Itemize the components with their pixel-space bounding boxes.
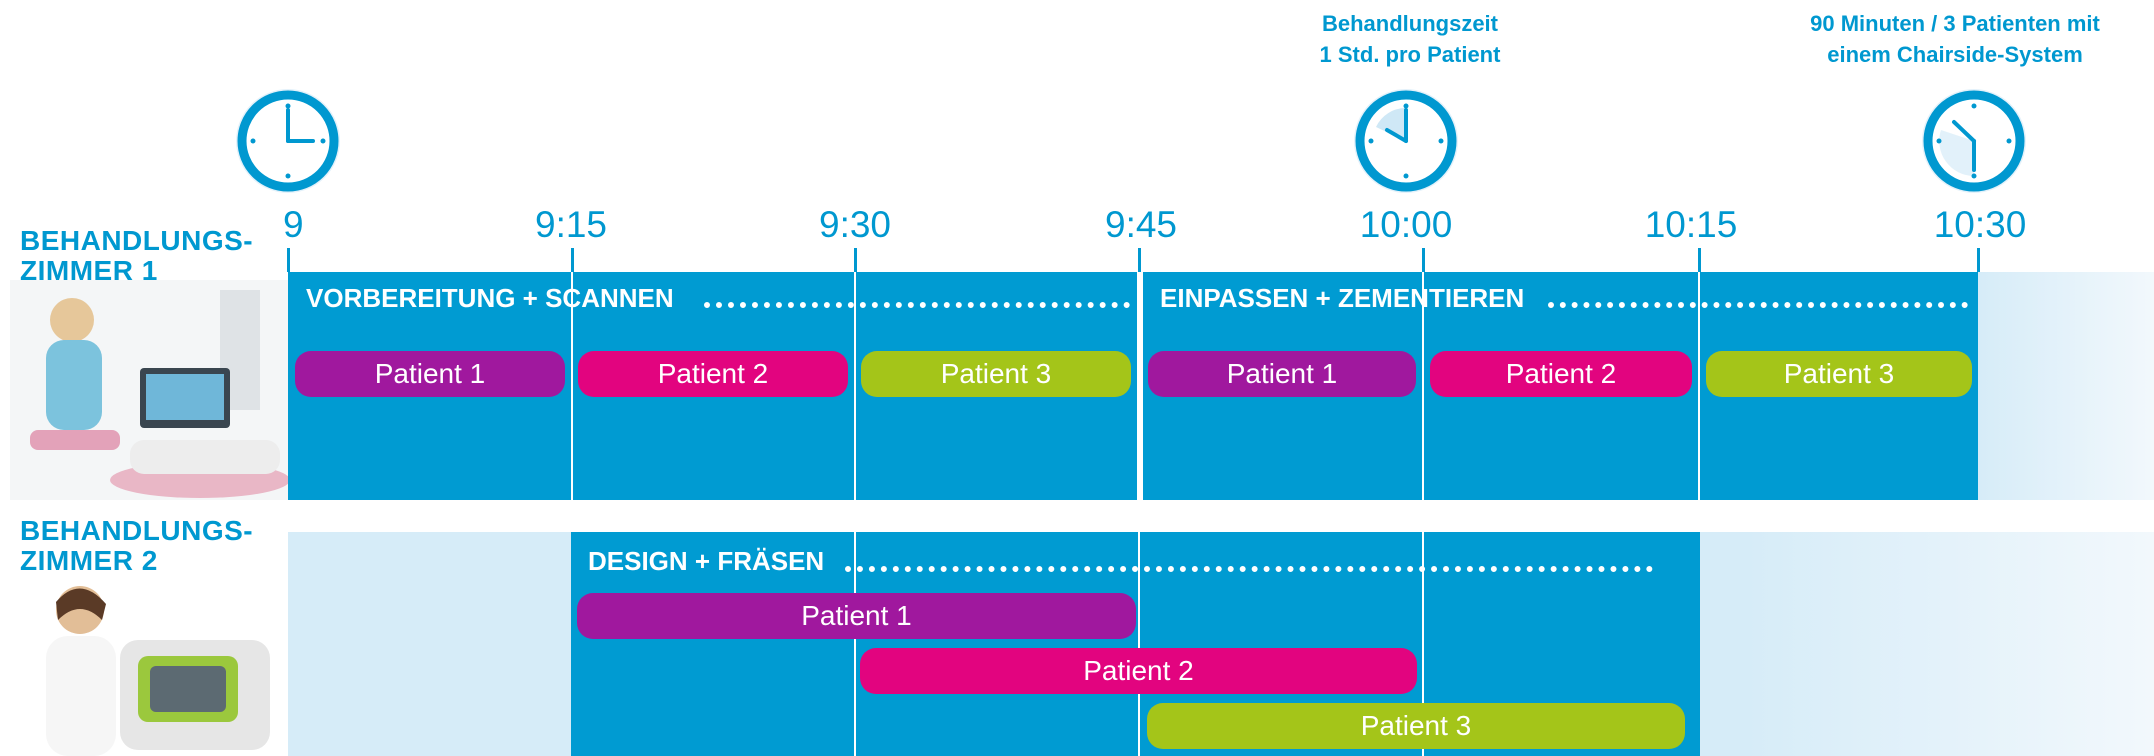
clock-10-30-icon bbox=[1922, 89, 2026, 193]
room-1-fit-patient-1: Patient 1 bbox=[1148, 351, 1416, 397]
tick-label-9-45: 9:45 bbox=[1104, 204, 1178, 245]
phase-label-design: DESIGN + FRÄSEN bbox=[588, 546, 825, 576]
room-2-patient-2: Patient 2 bbox=[860, 648, 1417, 694]
phase-label-scan: VORBEREITUNG + SCANNEN bbox=[306, 283, 674, 313]
room-2-label: BEHANDLUNGS- ZIMMER 2 bbox=[20, 516, 253, 576]
phase-dots-design bbox=[845, 566, 1653, 572]
clock-10-00-icon bbox=[1354, 89, 1458, 193]
room-2-divider-10-00 bbox=[1422, 532, 1424, 756]
phase-dots-fit bbox=[1548, 302, 1968, 308]
tick-label-10-00: 10:00 bbox=[1359, 204, 1453, 245]
phase-dots-scan bbox=[704, 302, 1130, 308]
tick-mark-9-15 bbox=[571, 248, 574, 272]
tick-mark-9-30 bbox=[854, 248, 857, 272]
tick-mark-9 bbox=[287, 248, 290, 272]
room-1-divider-10-15 bbox=[1698, 272, 1700, 500]
tick-mark-10-30 bbox=[1977, 248, 1980, 272]
room-1-divider-9-15 bbox=[571, 272, 573, 500]
room-1-photo bbox=[10, 280, 288, 500]
tick-mark-9-45 bbox=[1138, 248, 1141, 272]
caption-treatment-time: Behandlungszeit 1 Std. pro Patient bbox=[1250, 8, 1570, 70]
room-2-label-line-1: BEHANDLUNGS- bbox=[20, 515, 254, 546]
tick-label-9: 9 bbox=[283, 204, 304, 245]
room-1-phase-band bbox=[288, 272, 1978, 500]
room-1-phase-gap bbox=[1137, 272, 1143, 500]
room-2-divider-9-45 bbox=[1138, 532, 1140, 756]
room-1-fit-patient-2: Patient 2 bbox=[1430, 351, 1692, 397]
room-2-photo bbox=[10, 580, 288, 756]
tick-label-10-15: 10:15 bbox=[1644, 204, 1738, 245]
room-2-divider-9-30 bbox=[854, 532, 856, 756]
room-1-band-fade bbox=[1978, 272, 2154, 500]
room-2-patient-3: Patient 3 bbox=[1147, 703, 1685, 749]
caption-chairside-system: 90 Minuten / 3 Patienten mit einem Chair… bbox=[1770, 8, 2140, 70]
tick-label-10-30: 10:30 bbox=[1933, 204, 2027, 245]
room-1-label-line-1: BEHANDLUNGS- bbox=[20, 225, 254, 256]
tick-label-9-15: 9:15 bbox=[534, 204, 608, 245]
room-1-divider-9-30 bbox=[854, 272, 856, 500]
tick-mark-10-00 bbox=[1422, 248, 1425, 272]
caption-treatment-time-line-1: Behandlungszeit bbox=[1321, 11, 1498, 36]
room-1-divider-10-00 bbox=[1422, 272, 1424, 500]
tick-label-9-30: 9:30 bbox=[818, 204, 892, 245]
caption-treatment-time-line-2: 1 Std. pro Patient bbox=[1319, 42, 1501, 67]
clock-9-00-icon bbox=[236, 89, 340, 193]
phase-label-fit: EINPASSEN + ZEMENTIEREN bbox=[1160, 283, 1525, 313]
room-1-label: BEHANDLUNGS- ZIMMER 1 bbox=[20, 226, 253, 286]
room-1-scan-patient-1: Patient 1 bbox=[295, 351, 565, 397]
room-2-patient-1: Patient 1 bbox=[577, 593, 1136, 639]
caption-chairside-line-1: 90 Minuten / 3 Patienten mit bbox=[1810, 11, 2100, 36]
room-1-scan-patient-3: Patient 3 bbox=[861, 351, 1131, 397]
caption-chairside-line-2: einem Chairside-System bbox=[1827, 42, 2083, 67]
room-1-fit-patient-3: Patient 3 bbox=[1706, 351, 1972, 397]
room-1-scan-patient-2: Patient 2 bbox=[578, 351, 848, 397]
room-2-label-line-2: ZIMMER 2 bbox=[20, 545, 158, 576]
tick-mark-10-15 bbox=[1698, 248, 1701, 272]
